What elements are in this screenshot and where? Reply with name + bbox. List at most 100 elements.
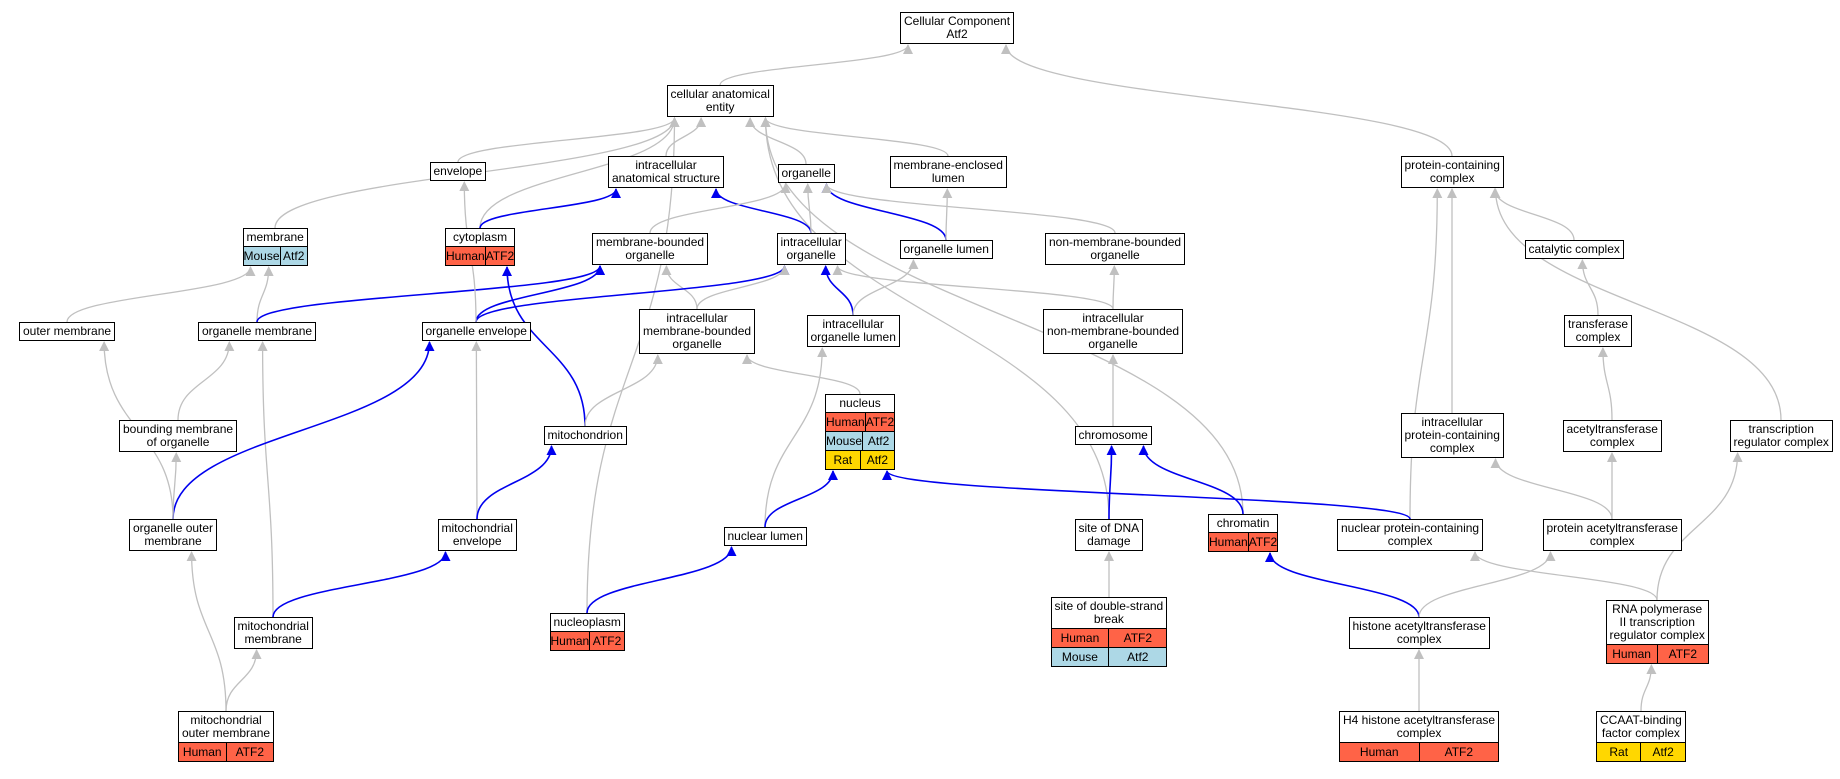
term-label-line: chromatin	[1216, 516, 1270, 530]
edge-trcx-to-pcc	[1490, 188, 1782, 421]
term-label: chromatin	[1209, 515, 1277, 532]
annotation-species: Mouse	[1061, 650, 1098, 664]
term-label: organelle	[779, 165, 834, 182]
edge-organelle-to-cae	[745, 117, 807, 165]
term-label-line: nucleoplasm	[553, 615, 621, 629]
term-label-line: intracellular	[822, 317, 884, 331]
term-node-oenv: organelle envelope	[421, 322, 531, 341]
edge-inmbo-to-io	[832, 265, 1114, 310]
edge-io-to-organelle	[802, 183, 813, 234]
term-label-line: bounding membrane	[123, 422, 234, 436]
term-label: nucleus	[826, 395, 894, 412]
term-label-line: outer membrane	[23, 324, 112, 338]
term-label: nuclear lumen	[725, 528, 806, 545]
edge-trc-to-catc	[1577, 259, 1599, 316]
term-label-line: organelle	[1090, 248, 1140, 262]
edge-imbo-to-io	[696, 265, 790, 310]
edge-oom-to-oenv	[172, 341, 435, 520]
annotation-species: Rat	[833, 453, 853, 467]
annotation-species: Human	[1612, 647, 1651, 661]
edge-ol-to-organelle	[821, 183, 947, 241]
edge-menv-to-oenv	[471, 341, 482, 520]
term-label: organelle membrane	[199, 323, 315, 340]
annotation-gene: Atf2	[279, 247, 307, 265]
term-node-orgm: organelle membrane	[198, 322, 317, 341]
edge-ccaat-to-rnap	[1640, 664, 1657, 712]
edge-ol-to-mel	[942, 188, 953, 241]
edge-inmbo-to-nmbo	[1109, 265, 1120, 310]
annotation-species: Human	[826, 415, 865, 429]
edge-hac-to-pac	[1418, 551, 1556, 618]
edge-io-to-ias	[711, 188, 812, 234]
term-label-line: break	[1093, 612, 1124, 626]
edge-envelope-to-cae	[457, 117, 680, 163]
edge-imbo-to-mbo	[661, 265, 698, 310]
term-label-line: entity	[705, 100, 735, 114]
edge-oom-to-bmo	[171, 452, 182, 520]
term-node-om: outer membrane	[19, 322, 116, 341]
annotation-species: Human	[1209, 535, 1248, 549]
annotation-species: Human	[1060, 631, 1100, 645]
term-label-line: non-membrane-bounded	[1047, 324, 1180, 338]
edge-catc-to-pcc	[1489, 188, 1575, 241]
term-label-line: cytoplasm	[453, 230, 508, 244]
edges-layer	[66, 44, 1782, 712]
term-label-line: organelle outer	[133, 521, 214, 535]
edge-rnap-to-trcx	[1656, 452, 1743, 601]
term-label-line: membrane	[144, 534, 202, 548]
term-label-line: mitochondrial	[441, 521, 513, 535]
edge-nucleoplasm-to-cae	[586, 117, 680, 614]
term-label-line: outer membrane	[182, 726, 271, 740]
term-label-line: of organelle	[146, 435, 210, 449]
annotation-gene: Atf2	[1640, 743, 1684, 761]
term-label-line: organelle lumen	[903, 242, 989, 256]
term-label-line: Atf2	[946, 27, 968, 41]
edge-oenv-to-io	[475, 265, 790, 323]
term-label-line: membrane-bounded	[596, 235, 705, 249]
term-label-line: intracellular	[635, 158, 697, 172]
term-node-envelope: envelope	[429, 162, 487, 181]
term-label-line: CCAAT-binding	[1600, 713, 1682, 727]
term-label-line: protein acetyltransferase	[1546, 521, 1678, 535]
term-label-line: factor complex	[1601, 726, 1680, 740]
annotation-gene: ATF2	[1418, 743, 1499, 761]
term-label-line: site of DNA	[1078, 521, 1140, 535]
edge-pac-to-ipcc	[1490, 458, 1613, 520]
term-label: nucleoplasm	[551, 614, 624, 631]
